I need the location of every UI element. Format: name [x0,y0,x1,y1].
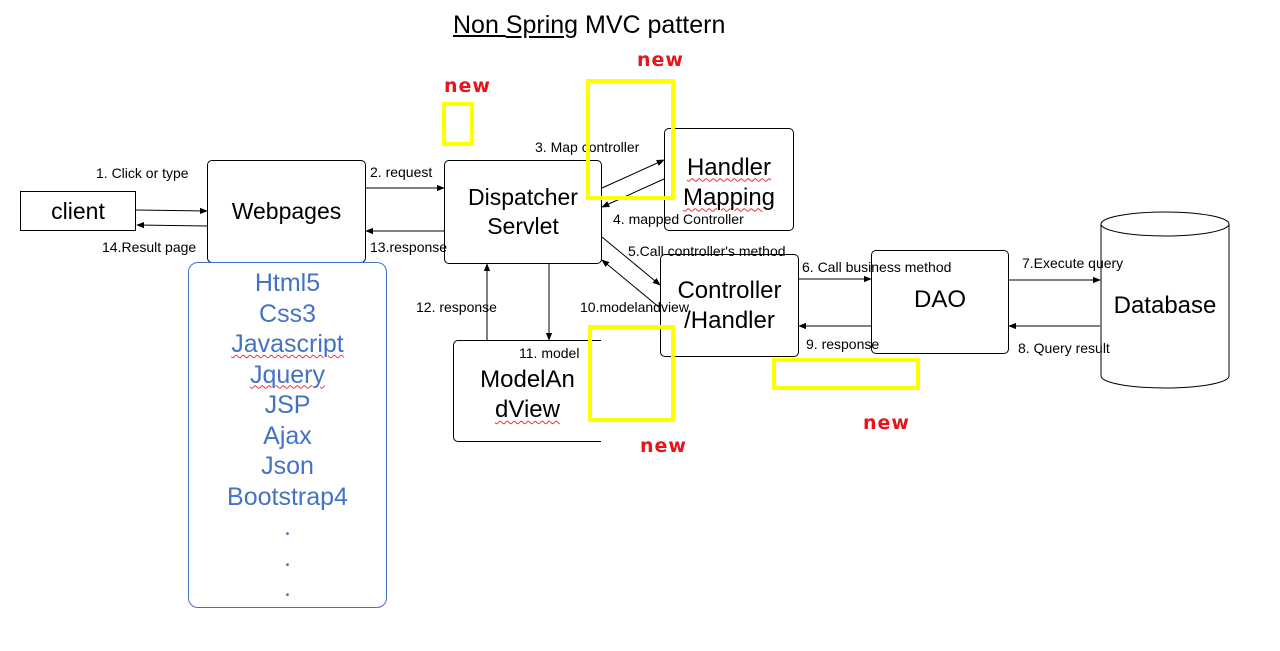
dispatcher-label-line1: Dispatcher [468,184,578,211]
arrow-click-or-type [135,207,208,215]
edge-label-6: 6. Call business method [802,259,952,275]
edge-label-8: 8. Query result [1018,340,1110,356]
controller-label-line2: /Handler [684,306,775,334]
tech-item: Html5 [254,269,321,297]
edge-label-7: 7.Execute query [1022,255,1124,271]
tech-item: Ajax [263,421,312,450]
dao-node: DAO [871,250,1009,354]
edge-label-13: 13.response [370,239,448,255]
controller-label-line1: Controller [677,276,782,304]
dispatcher-servlet-node: Dispatcher Servlet [444,160,602,264]
title-part-rest: MVC pattern [578,11,726,39]
arrow-result-page [136,221,208,229]
model-and-view-node: ModelAn dView [453,340,601,442]
dao-label: DAO [913,286,966,313]
edge-label-10: 10.modelandview [580,299,689,315]
model-and-view-label-line2: dView [495,396,560,423]
new-annotation: new [640,435,687,457]
handler-mapping-label-line2: Mapping [682,183,776,211]
arrow-map-controller [601,159,665,189]
arrow-call-controller-method [601,236,661,286]
tech-item: . [284,574,291,602]
edge-label-5: 5.Call controller's method [628,243,786,259]
technologies-list: Html5 Css3 Javascript Jquery JSP Ajax Js… [188,262,387,608]
tech-item: . [284,513,291,541]
edge-label-12: 12. response [416,299,497,315]
handler-mapping-node: Handler Mapping [664,128,794,231]
tech-item: Javascript [231,330,344,358]
webpages-label: Webpages [231,198,342,225]
tech-item: Css3 [259,299,316,328]
tech-item: Json [261,452,314,480]
controller-handler-node: Controller /Handler [660,254,799,357]
tech-item: Bootstrap4 [227,482,348,511]
edge-label-2: 2. request [370,164,433,180]
title-part-spring: Spring [505,11,579,39]
new-annotation: new [637,49,684,71]
edge-label-14: 14.Result page [102,239,197,255]
database-label: Database [1113,292,1217,319]
model-and-view-label-line1: ModelAn [480,366,575,393]
new-annotation: new [863,412,910,434]
tech-item: JSP [264,391,311,419]
highlight-box-modelandview [588,325,675,422]
edge-label-1: 1. Click or type [96,165,189,181]
dispatcher-label-line2: Servlet [487,213,559,239]
handler-mapping-label-line1: Handler [686,153,772,181]
highlight-box-response [772,358,920,390]
diagram-title: Non Spring MVC pattern [453,10,725,40]
client-label: client [51,197,105,224]
highlight-box-map-controller [586,79,675,200]
edge-label-4: 4. mapped Controller [613,211,744,227]
edge-label-9: 9. response [806,336,880,352]
tech-item: Jquery [249,360,326,389]
tech-item: . [284,543,291,572]
client-node: client [20,191,136,231]
database-cylinder [1100,211,1230,389]
edge-label-11: 11. model [519,345,580,361]
arrow-mapped-controller [601,178,665,208]
new-annotation: new [444,75,491,97]
title-part-non: Non [453,11,506,39]
arrow-modelandview [601,259,661,309]
highlight-box-dispatcher-top [442,102,474,146]
webpages-node: Webpages [207,160,366,263]
